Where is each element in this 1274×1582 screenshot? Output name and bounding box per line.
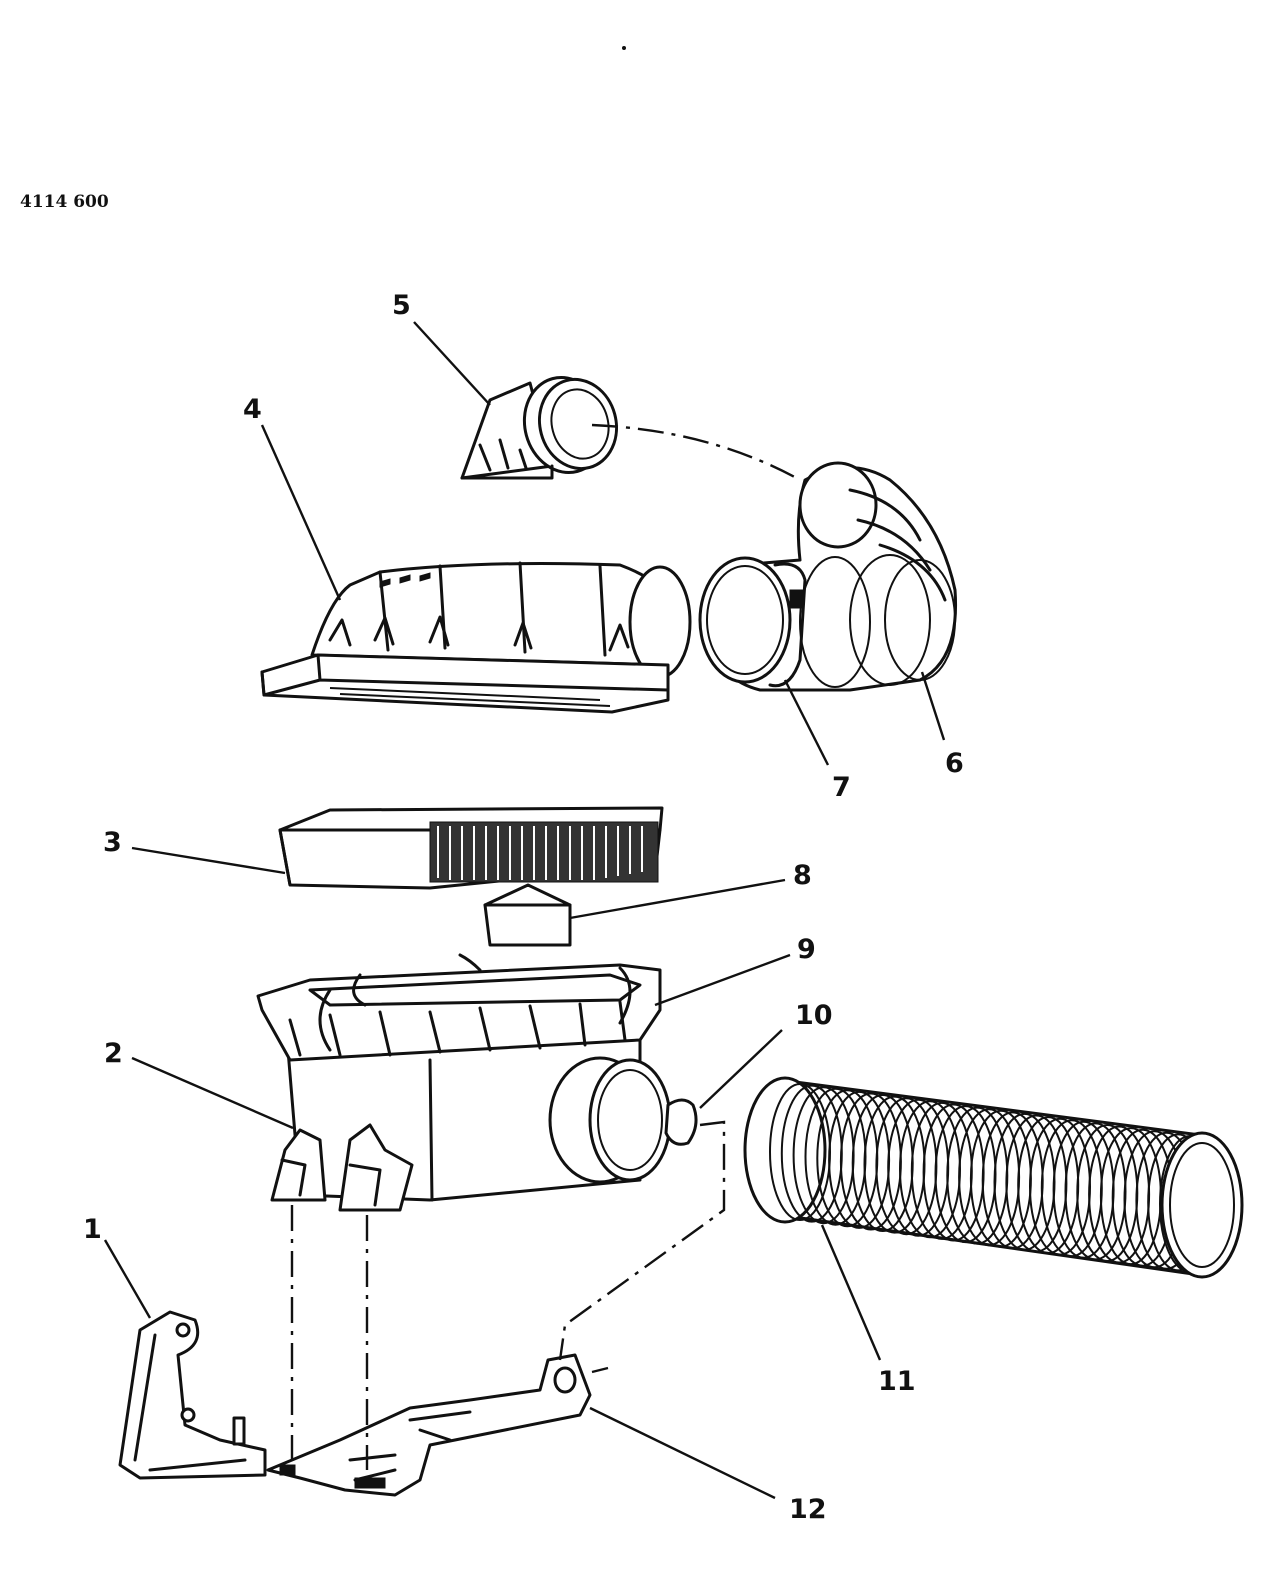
callout-11: 11 [878, 1366, 916, 1397]
callout-6: 6 [945, 748, 964, 779]
callout-5: 5 [392, 290, 411, 321]
leader-lines [103, 321, 946, 1500]
callout-2: 2 [104, 1038, 123, 1069]
part-12-support-tray [266, 1353, 592, 1497]
part-5-intake-elbow [460, 375, 619, 480]
callout-9: 9 [797, 934, 816, 965]
part-8-breather-filter [483, 883, 572, 947]
part-1-mounting-bracket [118, 1310, 267, 1480]
part-11-corrugated-hose [743, 1076, 1244, 1279]
callout-7: 7 [832, 772, 851, 803]
part-2-air-cleaner-housing [270, 1028, 698, 1212]
assembly-line-5-6 [591, 423, 801, 482]
callout-8: 8 [793, 860, 812, 891]
part-6-intake-hose [698, 461, 958, 692]
part-9-housing-clips [256, 953, 662, 1062]
callout-1: 1 [83, 1214, 102, 1245]
assembly-line-10-12 [558, 1120, 726, 1361]
callout-12: 12 [789, 1494, 827, 1525]
part-4-air-cleaner-cover [260, 561, 692, 714]
part-7-hose-clamp [768, 562, 807, 688]
callout-4: 4 [243, 394, 262, 425]
part-3-filter-element [278, 806, 664, 890]
speck [622, 46, 626, 50]
assembly-line-12-right [591, 1366, 609, 1374]
callout-3: 3 [103, 827, 122, 858]
callout-10: 10 [795, 1000, 833, 1031]
figure-id: 4114 600 [20, 192, 109, 212]
